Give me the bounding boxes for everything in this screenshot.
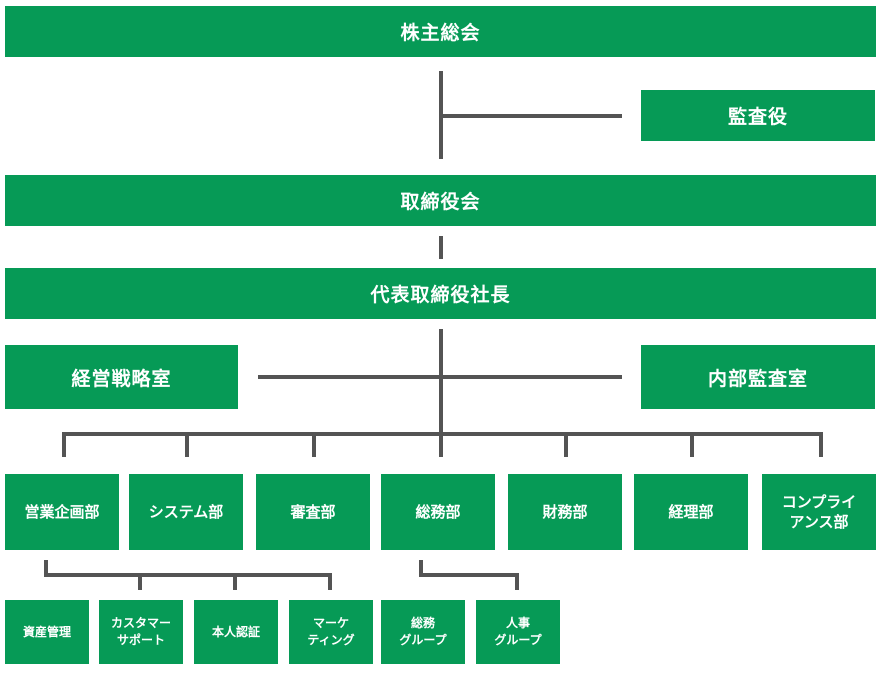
board-box: 取締役会	[5, 175, 876, 226]
connector-line	[62, 432, 66, 457]
group-general-affairs: 総務 グループ	[381, 600, 465, 664]
connector-line	[419, 573, 519, 577]
president-box: 代表取締役社長	[5, 268, 876, 319]
connector-line	[44, 573, 332, 577]
dept-compliance: コンプライ アンス部	[762, 474, 876, 550]
dept-general-affairs: 総務部	[381, 474, 495, 550]
dept-accounting: 経理部	[634, 474, 748, 550]
internal-audit-office-box: 内部監査室	[641, 345, 875, 409]
group-identity-verification: 本人認証	[194, 600, 278, 664]
group-customer-support: カスタマー サポート	[99, 600, 183, 664]
connector-line	[258, 375, 622, 379]
connector-line	[312, 432, 316, 457]
connector-line	[515, 573, 519, 590]
connector-line	[819, 432, 823, 457]
dept-sales-planning: 営業企画部	[5, 474, 119, 550]
connector-line	[44, 560, 48, 577]
connector-line	[439, 236, 443, 259]
group-marketing: マーケ ティング	[289, 600, 373, 664]
connector-line	[419, 560, 423, 577]
connector-line	[328, 573, 332, 590]
group-human-resources: 人事 グループ	[476, 600, 560, 664]
connector-line	[185, 432, 189, 457]
connector-line	[439, 114, 622, 118]
connector-line	[439, 432, 443, 457]
dept-system: システム部	[129, 474, 243, 550]
dept-review: 審査部	[256, 474, 370, 550]
connector-line	[138, 573, 142, 590]
group-asset-management: 資産管理	[5, 600, 89, 664]
connector-line	[564, 432, 568, 457]
dept-finance: 財務部	[508, 474, 622, 550]
strategy-office-box: 経営戦略室	[5, 345, 238, 409]
connector-line	[233, 573, 237, 590]
shareholders-meeting-box: 株主総会	[5, 6, 876, 57]
connector-line	[690, 432, 694, 457]
auditor-box: 監査役	[641, 90, 875, 141]
connector-line	[439, 329, 443, 434]
